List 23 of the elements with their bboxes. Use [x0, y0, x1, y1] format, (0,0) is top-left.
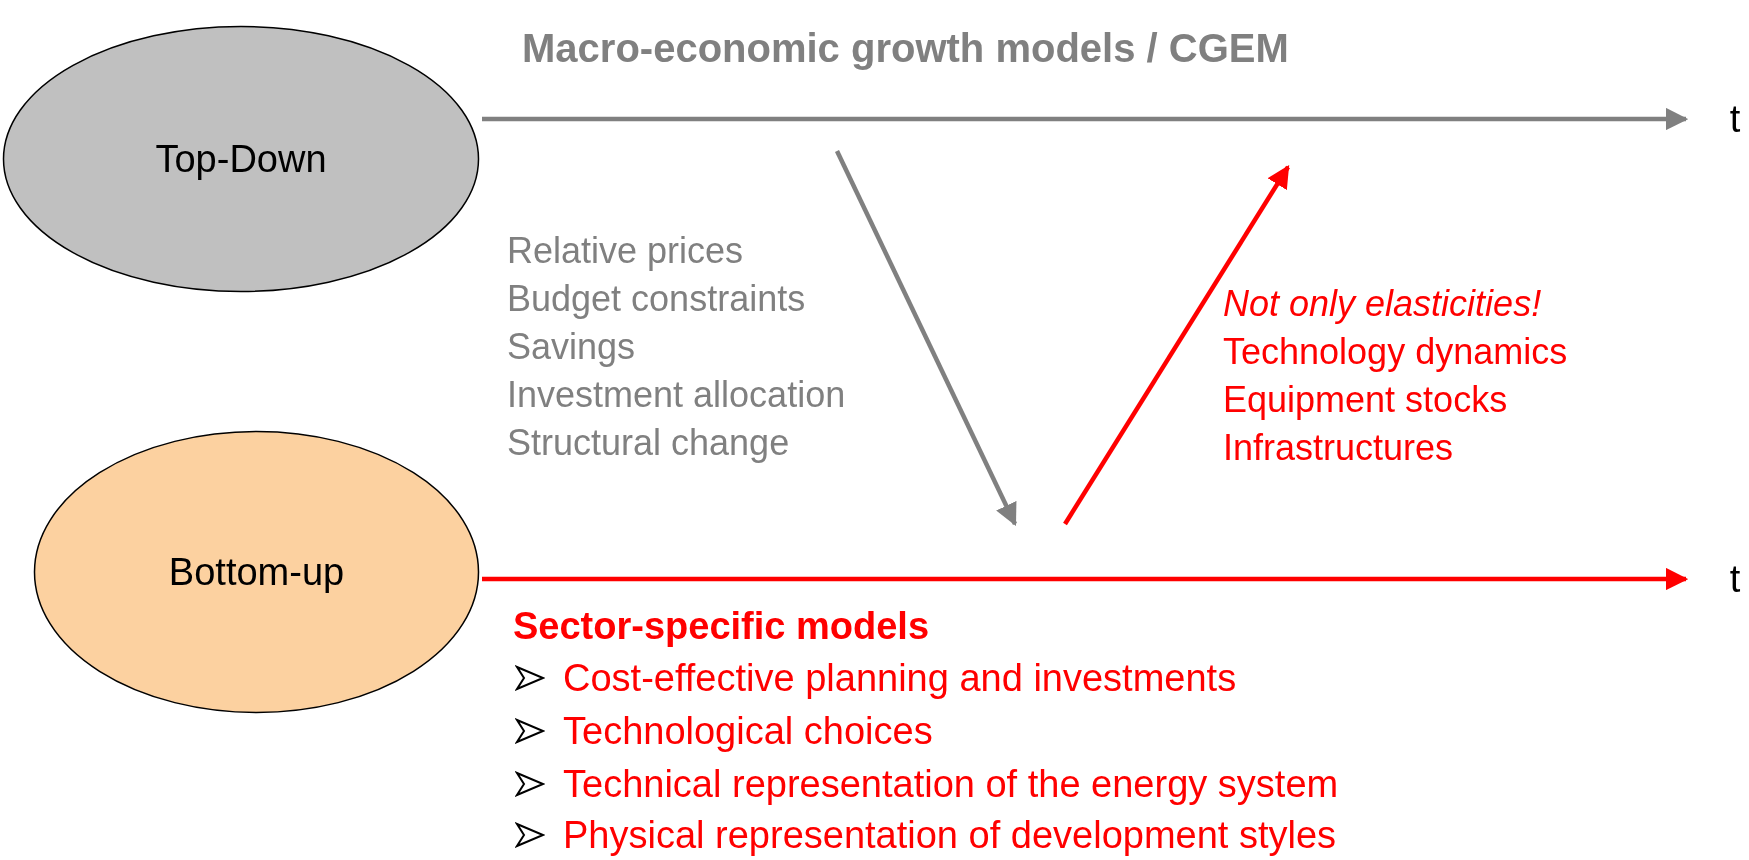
node-label: Bottom-up: [168, 550, 345, 594]
list-item: Savings: [507, 329, 636, 365]
list-item: Relative prices: [507, 233, 744, 269]
timeline-arrow: [482, 107, 1689, 131]
timeline-arrow: [482, 567, 1689, 591]
axis-end-label: t: [1722, 556, 1748, 602]
bullet-item: Technical representation of the energy system: [563, 765, 1339, 803]
list-item: Technology dynamics: [1223, 334, 1568, 370]
oval-node: [33, 430, 480, 714]
bullet-item: Cost-effective planning and investments: [563, 659, 1237, 697]
list-item: Structural change: [507, 425, 790, 461]
list-item: Investment allocation: [507, 377, 846, 413]
oval-node: [2, 25, 480, 293]
bullet-item: Technological choices: [563, 712, 933, 750]
list-item: Budget constraints: [507, 281, 806, 317]
axis-end-label: t: [1722, 96, 1748, 142]
bullet-item: Physical representation of development styles: [563, 816, 1337, 854]
heading: Sector-specific models: [513, 607, 930, 645]
list-item: Equipment stocks: [1223, 382, 1508, 418]
node-label: Top-Down: [155, 137, 327, 181]
heading: Macro-economic growth models / CGEM: [522, 28, 1289, 68]
list-item: Infrastructures: [1223, 430, 1454, 466]
note-text: Not only elasticities!: [1223, 286, 1542, 322]
